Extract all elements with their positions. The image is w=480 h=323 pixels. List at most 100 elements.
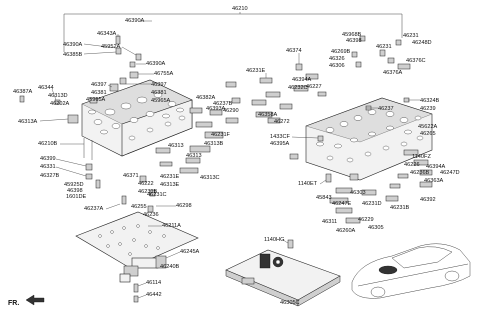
callout: 46231B	[390, 205, 410, 211]
callout-labels: 46390A 46343A 46390A 46385B 45952A 46390…	[13, 18, 460, 306]
callout: 1140ET	[298, 181, 318, 187]
callout: 46376A	[383, 70, 403, 76]
callout: 45965A	[151, 98, 171, 104]
valve-plugs-upper-left	[19, 35, 142, 124]
callout: 46247E	[332, 201, 352, 207]
callout: 46231B	[138, 189, 158, 195]
callout: 46313C	[200, 175, 220, 181]
callout: 46269B	[331, 49, 351, 55]
callout: 46237	[378, 106, 394, 112]
upper-valve-body	[81, 79, 193, 160]
callout: 46398	[346, 38, 362, 44]
callout: 46231	[403, 33, 419, 39]
callout: 46239	[420, 106, 436, 112]
callout: 46114	[146, 280, 161, 286]
callout: 46237B	[213, 101, 233, 107]
callout: 46385B	[63, 52, 83, 58]
callout: 46303	[350, 190, 366, 196]
callout: 46381	[151, 90, 167, 96]
callout: 46272	[274, 119, 290, 125]
callout: 46222	[138, 181, 154, 187]
callout: 45968B	[342, 32, 362, 38]
callout: 46202A	[50, 101, 70, 107]
callout: 46393A	[206, 106, 226, 112]
callout: 46395A	[270, 141, 290, 147]
callout: 46210B	[38, 141, 58, 147]
callout: 46260A	[336, 228, 356, 234]
valves-lower-right	[289, 135, 433, 224]
callout: 46226	[404, 162, 420, 168]
callout: 46397	[151, 82, 167, 88]
callout: 46344	[38, 85, 54, 91]
callout: 46755A	[154, 71, 174, 77]
callout: 46236	[143, 212, 159, 218]
callout: 46306	[329, 63, 345, 69]
callout: 46313E	[160, 182, 180, 188]
vehicle-locator	[351, 243, 471, 299]
callout: 46394A	[292, 77, 312, 83]
callout: 1601DE	[66, 194, 86, 200]
callout: 46397	[91, 82, 107, 88]
callout: 45965A	[86, 97, 106, 103]
callout: 46324B	[420, 98, 440, 104]
separator-plate	[75, 211, 199, 269]
callout: 46232C	[288, 85, 308, 91]
callout: 46327B	[40, 173, 60, 179]
callout: 1140HG	[264, 237, 284, 243]
callout: 46255	[131, 204, 147, 210]
callout: 46363A	[424, 178, 444, 184]
callout: 45952A	[101, 44, 121, 50]
callout: 46313D	[48, 93, 68, 99]
callout: 1140FZ	[412, 154, 431, 160]
callout: 46231E	[160, 174, 180, 180]
callout: 46305	[368, 225, 384, 231]
direction-marker-label: FR.	[8, 300, 19, 307]
callout: 46231D	[362, 201, 382, 207]
callout: 46381	[91, 90, 107, 96]
forward-arrow-icon	[25, 294, 45, 306]
callout: 46227	[306, 84, 322, 90]
callout: 46305C	[280, 300, 300, 306]
callout: 46248D	[412, 40, 432, 46]
callout: 46390A	[63, 42, 83, 48]
bracket-assembly	[225, 239, 341, 307]
callout: 46376C	[406, 58, 426, 64]
callout: 46229	[358, 217, 374, 223]
callout: 46313	[186, 153, 202, 159]
callout: 46298	[176, 203, 192, 209]
callout: 46390A	[125, 18, 145, 24]
callout: 46398	[67, 188, 83, 194]
callout: 46392	[420, 197, 436, 203]
main-assembly-number: 46210	[232, 6, 248, 12]
callout: 46237A	[84, 206, 104, 212]
callout: 46313	[168, 143, 184, 149]
callout: 46326	[329, 56, 345, 62]
callout: 46399	[40, 156, 56, 162]
callout: 46374	[286, 48, 302, 54]
callout: 46343A	[97, 31, 117, 37]
callout: 46247D	[440, 170, 460, 176]
callout: 46231C	[147, 192, 167, 198]
callout: 46211A	[162, 223, 181, 229]
callout: 46390A	[146, 61, 166, 67]
callout: 46313A	[18, 119, 38, 125]
callout: 45925D	[64, 182, 84, 188]
valves-upper-right	[225, 35, 411, 124]
callout: 46387A	[13, 89, 33, 95]
small-fittings-left	[85, 163, 156, 213]
callout: 46371	[123, 173, 139, 179]
callout: 45622A	[418, 124, 438, 130]
callout: 1433CF	[270, 134, 290, 140]
callout: 46313B	[204, 141, 224, 147]
callout: 46442	[146, 292, 162, 298]
callout: 46231	[376, 44, 392, 50]
callout: 46311	[322, 219, 337, 225]
solenoid-springs-left	[155, 107, 224, 174]
callout: 46358A	[258, 112, 278, 118]
callout: 46394A	[426, 164, 446, 170]
callout: 46265	[420, 131, 436, 137]
callout: 46231E	[246, 68, 266, 74]
lower-valve-body	[305, 97, 433, 181]
callout: 46245A	[180, 249, 200, 255]
